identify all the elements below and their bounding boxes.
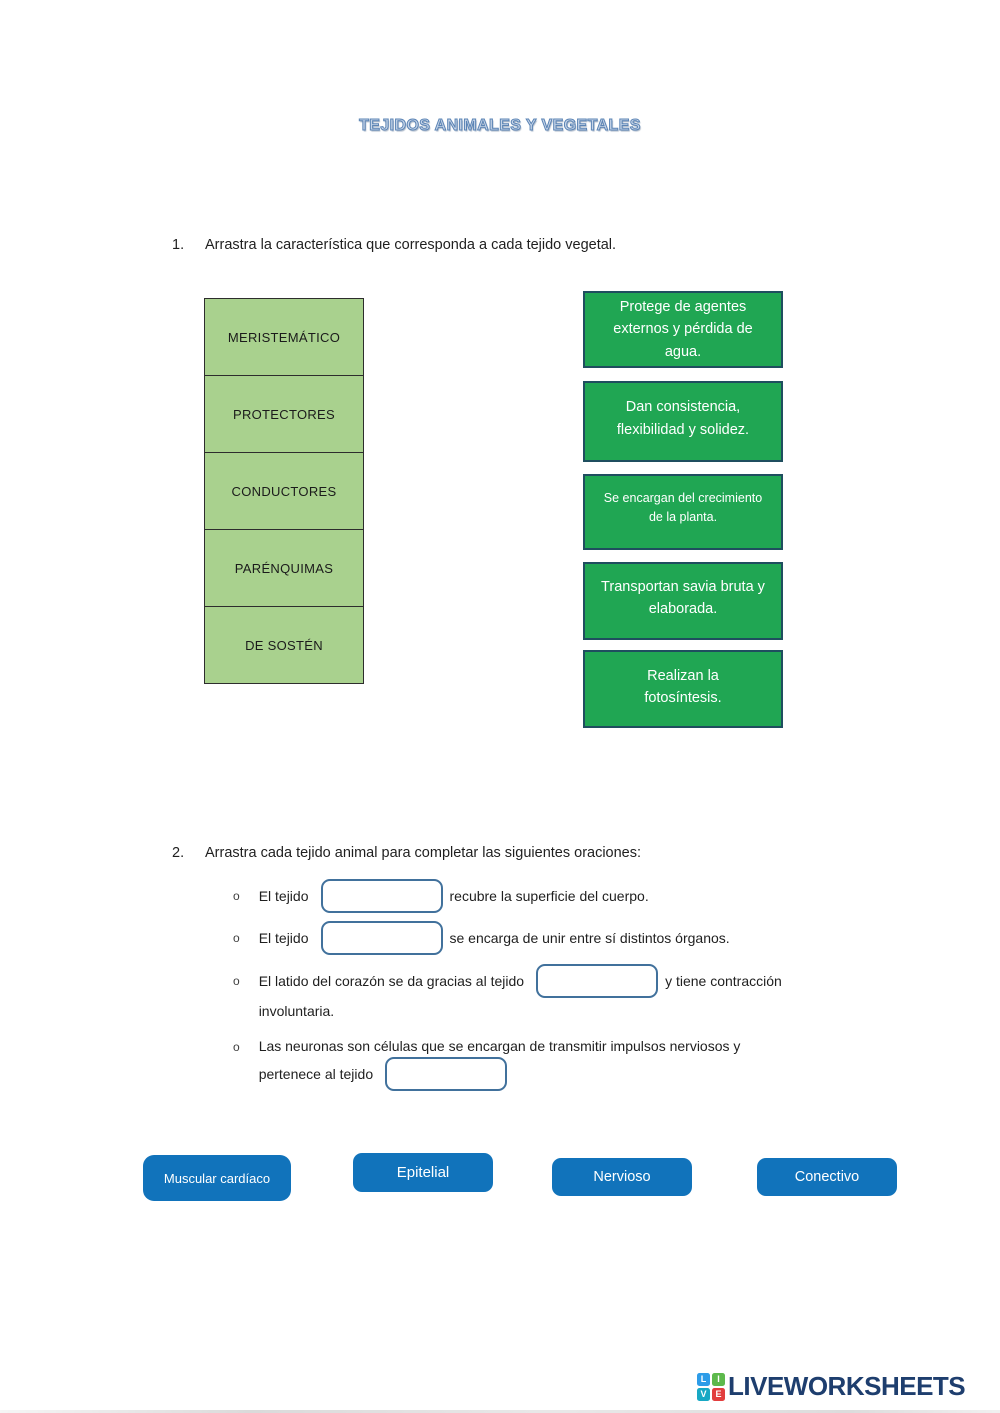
sentence-1-after: recubre la superficie del cuerpo. [449,888,649,904]
sentence-3-after: y tiene contracción [665,973,782,989]
characteristic-card-4[interactable]: Transportan savia bruta y elaborada. [583,562,783,640]
question1-text: Arrastra la característica que correspon… [205,237,617,253]
answer-button-epitelial[interactable]: Epitelial [353,1153,493,1192]
question2-instruction: 2. Arrastra cada tejido animal para comp… [172,845,641,861]
sentence-4-before: pertenece al tejido [258,1066,374,1082]
question2-number: 2. [172,845,185,861]
logo-tile-e: E [712,1387,725,1401]
answer-button-muscular-cardiaco[interactable]: Muscular cardíaco [143,1155,291,1201]
sentence-2: o El tejido se encarga de unir entre sí … [233,921,730,955]
bullet-icon: o [233,1040,240,1054]
answer-blank-1[interactable] [320,879,443,913]
sentence-3: o El latido del corazón se da gracias al… [233,964,782,1019]
characteristic-card-1[interactable]: Protege de agentes externos y pérdida de… [583,291,783,368]
page-bottom-edge [0,1410,1000,1413]
tissue-target-conductores[interactable]: CONDUCTORES [204,452,364,530]
characteristic-card-2[interactable]: Dan consistencia, flexibilidad y solidez… [583,381,783,462]
sentence-3-wrap: involuntaria. [258,1003,335,1019]
logo-tile-v: V [697,1387,710,1401]
liveworksheets-logo[interactable]: L I V E LIVEWORKSHEETS [697,1371,966,1402]
question2-text: Arrastra cada tejido animal para complet… [205,845,642,861]
answer-blank-4[interactable] [385,1057,508,1091]
sentence-2-after: se encarga de unir entre sí distintos ór… [449,930,730,946]
question1-instruction: 1. Arrastra la característica que corres… [172,237,616,253]
liveworksheets-logo-icon: L I V E [697,1372,725,1401]
bullet-icon: o [233,889,240,903]
answer-button-nervioso[interactable]: Nervioso [552,1158,692,1196]
worksheet-title: TEJIDOS ANIMALES Y VEGETALES [359,117,641,135]
answer-blank-2[interactable] [320,921,443,955]
tissue-target-protectores[interactable]: PROTECTORES [204,375,364,453]
characteristic-card-5[interactable]: Realizan la fotosíntesis. [583,650,783,728]
tissue-target-parenquimas[interactable]: PARÉNQUIMAS [204,529,364,607]
answer-blank-3[interactable] [536,964,659,998]
characteristic-card-3[interactable]: Se encargan del crecimiento de la planta… [583,474,783,550]
bullet-icon: o [233,931,240,945]
logo-tile-i: I [712,1372,725,1386]
tissue-target-meristematico[interactable]: MERISTEMÁTICO [204,298,364,376]
tissue-target-de-sosten[interactable]: DE SOSTÉN [204,606,364,684]
sentence-4: o Las neuronas son células que se encarg… [233,1038,740,1091]
sentence-3-before: El latido del corazón se da gracias al t… [258,973,525,989]
liveworksheets-wordmark: LIVEWORKSHEETS [728,1371,966,1401]
sentence-2-before: El tejido [258,930,309,946]
plant-tissue-table: MERISTEMÁTICO PROTECTORES CONDUCTORES PA… [204,298,364,684]
logo-tile-l: L [697,1372,710,1386]
sentence-1-before: El tejido [258,888,309,904]
answer-button-conectivo[interactable]: Conectivo [757,1158,897,1196]
bullet-icon: o [233,974,240,988]
sentence-1: o El tejido recubre la superficie del cu… [233,879,649,913]
sentence-4-line1: Las neuronas son células que se encargan… [258,1038,741,1054]
question1-number: 1. [172,237,185,253]
